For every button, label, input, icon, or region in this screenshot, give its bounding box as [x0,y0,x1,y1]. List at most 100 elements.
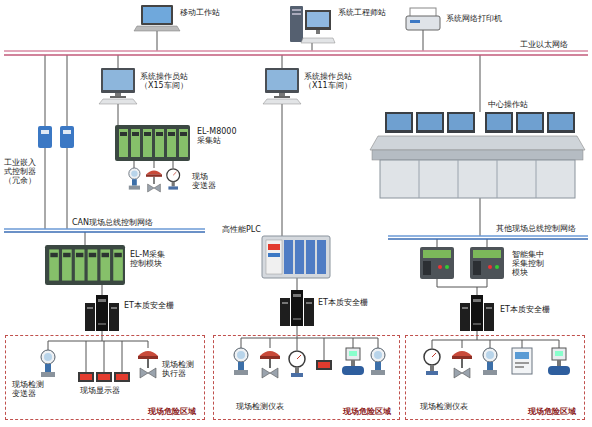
field-wire [297,338,298,350]
smart-module [470,247,504,279]
component-label: 工业嵌入 式控制器 （冗余） [4,158,37,186]
component-label: 系统操作员站 （X11车间） [304,72,353,90]
panel-meter-icon [512,348,532,374]
drop-wire [134,161,135,168]
operator-pc-icon [263,68,301,104]
control-rack [45,245,125,285]
drop-wire [423,30,424,51]
component-label: 系统操作员站 （X15车间） [140,72,189,90]
drop-wire [102,331,103,341]
field-wire [104,341,105,372]
transmitter-icon [483,348,497,375]
gauge-icon [167,169,180,190]
field-wire [148,341,149,348]
control-console [370,112,585,198]
field-wire [270,338,271,348]
valve-icon [260,351,280,378]
drop-wire [437,287,487,288]
field-wire [241,338,242,348]
drop-wire [297,326,298,338]
operator-pc-icon [99,68,137,104]
wiring [45,30,559,372]
component-label: 现场 变送器 [192,172,217,190]
drop-wire [480,198,481,236]
field-wire [48,341,49,350]
fieldbus-line [388,238,588,239]
component-label: 高性能PLC [222,225,262,234]
drop-wire [477,287,478,295]
drop-wire [118,55,119,68]
transmitter-icon [41,350,55,377]
valve-icon [452,351,472,378]
drop-wire [480,55,481,112]
valve-icon [138,351,158,378]
component-label: ET本质安全栅 [124,301,175,310]
field-wire [522,340,523,348]
gauge-icon [289,351,305,377]
fieldbus-line [4,231,205,232]
field-wire [378,338,379,348]
component-label: ET本质安全栅 [500,305,551,314]
field-wire [324,338,325,360]
laptop-icon [134,5,180,31]
drop-wire [297,278,298,290]
drop-wire [102,285,103,295]
flowmeter-icon [342,348,364,375]
zone-title: 现场危险区域 [148,407,196,416]
drop-wire [312,43,313,51]
flowmeter-icon [548,348,570,375]
component-label: 现场检测 变送器 [12,380,45,398]
display-icon [114,372,130,382]
drop-wire [282,55,283,68]
component-label: 移动工作站 [180,8,221,17]
safety-barrier [460,295,494,331]
component-label: 中心操作站 [488,100,529,109]
field-wire [48,341,148,342]
transmitter-icon [371,348,385,375]
field-wire [241,338,378,339]
field-wire [462,340,463,348]
ethernet-line [4,54,588,55]
plc-icon [262,236,330,278]
drop-wire [157,31,158,51]
printer-icon [406,8,440,30]
display-icon [96,372,112,382]
field-wire [490,340,491,348]
drop-wire [282,104,283,236]
controller-icon [38,126,74,148]
display-icon [316,360,332,370]
component-label: 工业以太网络 [520,40,569,49]
valve-icon [146,170,162,192]
workstation-icon [290,6,335,43]
display-icon [78,372,94,382]
field-wire [353,338,354,348]
field-wire [86,341,87,372]
drop-wire [437,279,438,287]
safety-barrier [280,290,314,326]
field-wire [122,341,123,372]
safety-barrier [85,295,119,331]
drop-wire [487,239,488,247]
component-label: 系统工程师站 [338,8,387,17]
component-label: ET本质安全栅 [318,298,369,307]
smart-module [420,247,454,279]
transmitter-icon [129,168,140,190]
field-wire [559,340,560,348]
component-label: 智能集中 采集控制 模块 [512,250,545,278]
component-label: 其他现场总线控制网络 [496,224,577,233]
gauge-icon [424,349,440,375]
field-wire [432,340,559,341]
component-label: 现场检测仪表 [420,402,469,411]
component-label: 现场显示器 [80,386,121,395]
drop-wire [154,161,155,168]
drop-wire [487,279,488,287]
acquisition-rack [115,125,190,161]
fieldbus-line [4,228,205,229]
component-label: CAN现场总线控制网络 [72,218,155,227]
drop-wire [85,232,86,245]
drop-wire [118,104,119,125]
zone-title: 现场危险区域 [528,407,576,416]
